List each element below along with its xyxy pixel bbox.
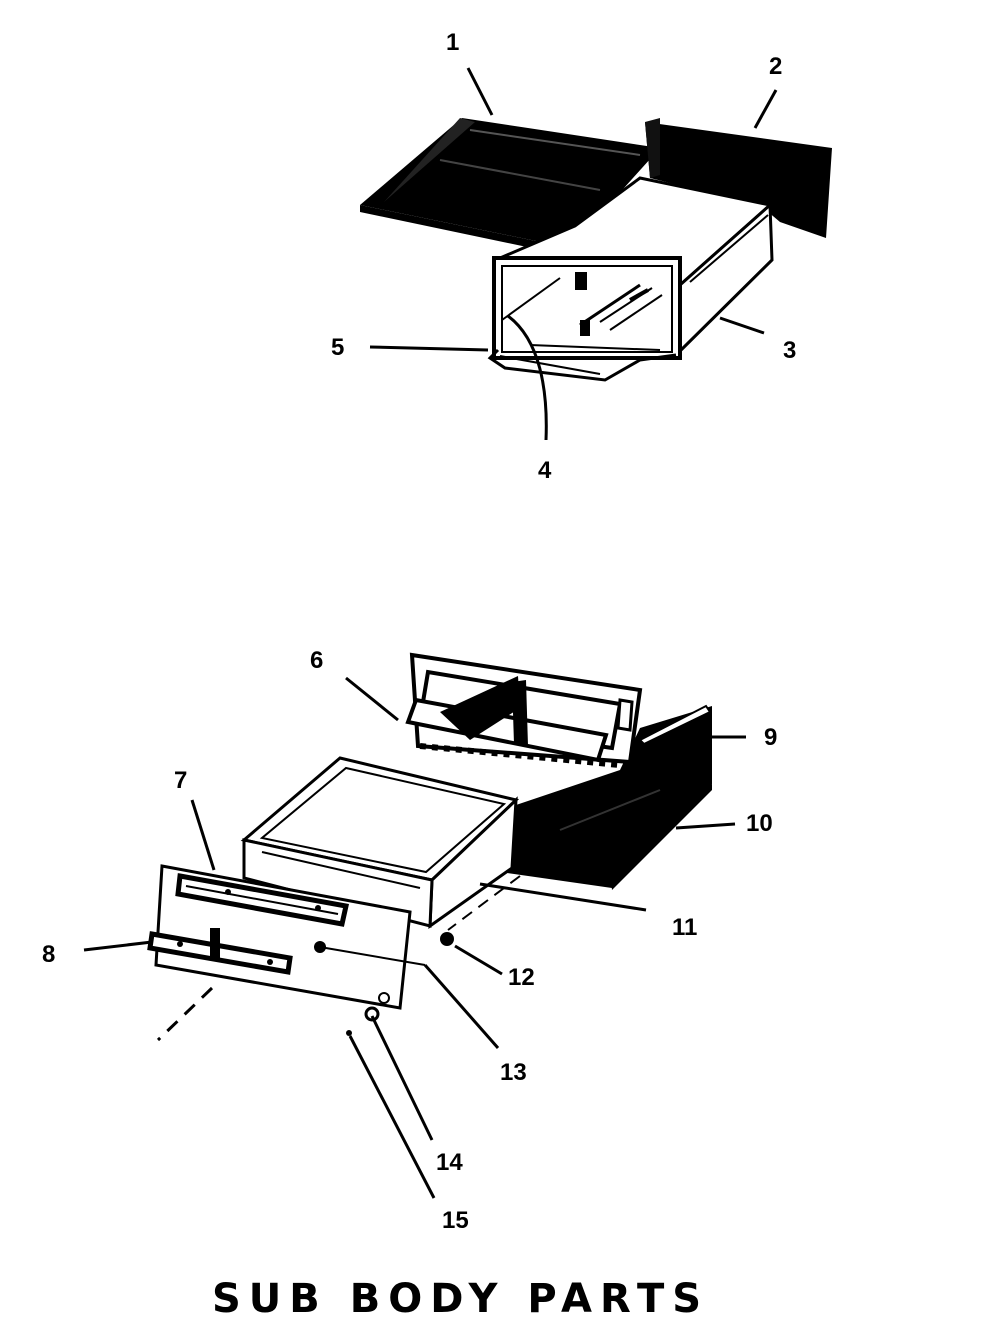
leader-8 [83,940,153,952]
part-7-front-panel [154,864,412,1010]
callout-9: 9 [764,724,777,751]
leader-1 [466,67,494,116]
part-12-nut [440,932,454,946]
part-13-screw [314,941,426,966]
leader-7 [190,799,216,871]
diagram-title: SUB BODY PARTS [212,1276,709,1322]
part-2-back-plate [645,118,832,238]
callout-1: 1 [446,29,459,56]
part-15-small-screw [346,1030,352,1036]
callout-13: 13 [500,1059,527,1086]
callout-15: 15 [442,1207,469,1234]
upper-assembly [360,67,832,441]
leader-13 [423,964,500,1049]
part-14-pin [364,992,390,1022]
alignment-line-right [447,875,521,931]
leader-14 [370,1015,434,1141]
part-5-wire-bracket [487,348,677,382]
part-9-side-panel [638,704,712,746]
callout-11: 11 [672,914,697,941]
leader-11 [479,882,647,912]
leader-15 [348,1035,436,1199]
leader-5 [369,345,489,352]
callout-6: 6 [310,647,323,674]
callout-2: 2 [769,53,782,80]
callout-10: 10 [746,810,773,837]
leader-3 [719,316,765,335]
callout-5: 5 [331,334,344,361]
part-11-drawer-box [240,756,520,929]
leader-6 [345,676,399,722]
leader-10 [675,822,736,830]
callout-3: 3 [783,337,796,364]
part-3-housing [492,176,774,360]
callout-4: 4 [538,457,552,484]
leader-2 [753,89,778,129]
alignment-line-left [156,986,214,1042]
callout-12: 12 [508,964,535,991]
part-1-cover-plate [360,118,660,255]
leader-12 [454,944,503,976]
part-10-drawer-base [500,706,712,890]
part-4-cord [507,314,548,441]
lower-assembly [83,652,746,1199]
callout-8: 8 [42,941,55,968]
callout-14: 14 [436,1149,463,1176]
part-6-window-frame [405,652,643,769]
callout-7: 7 [174,767,187,794]
